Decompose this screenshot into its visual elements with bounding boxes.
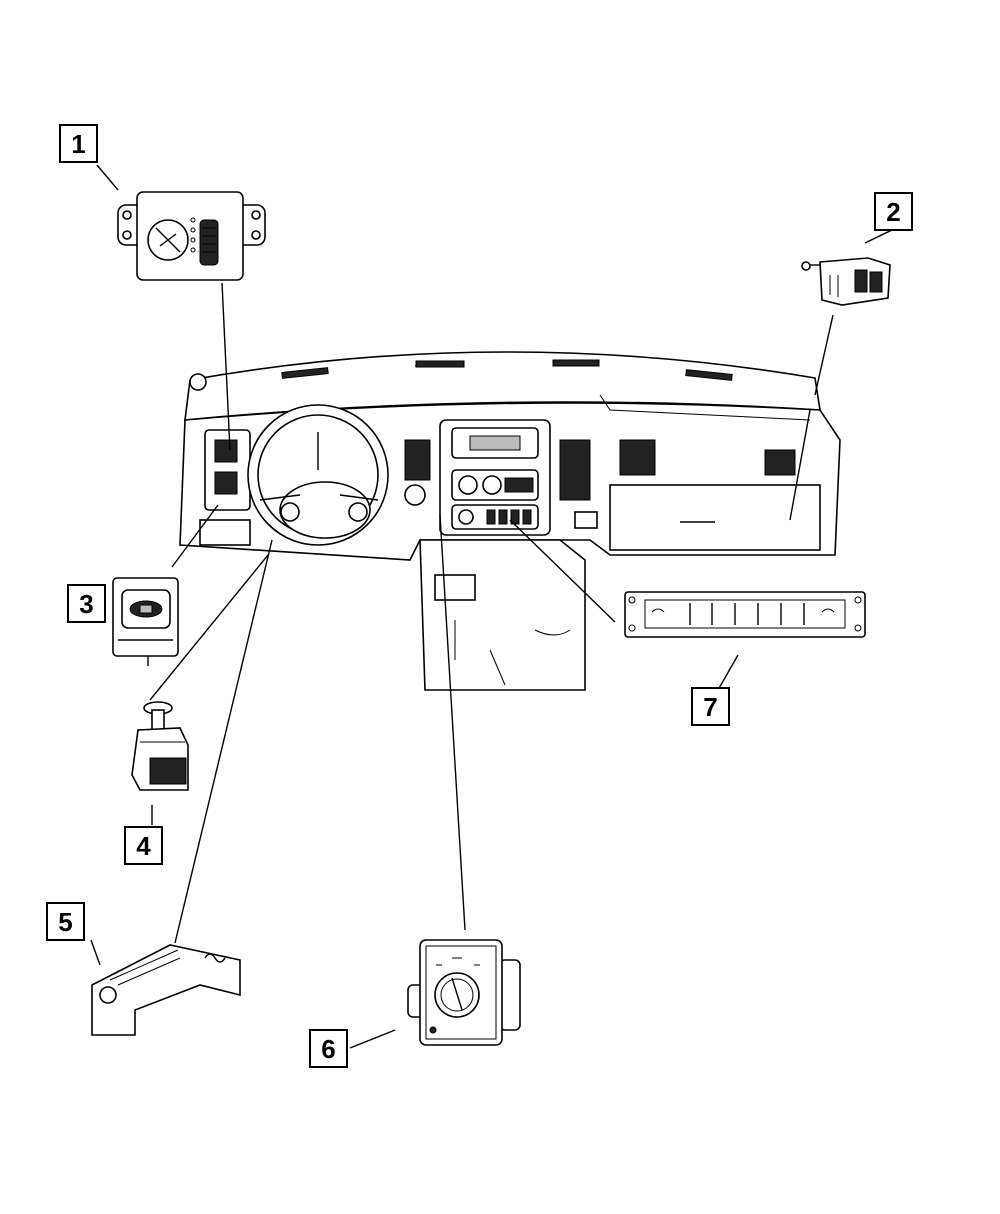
- callout-2-box: 2: [874, 192, 913, 231]
- door-jamb-switch-icon: [801, 257, 891, 306]
- callout-1-box: 1: [59, 124, 98, 163]
- callout-3-label: 3: [79, 589, 93, 619]
- instrument-panel-assembly: [179, 351, 841, 691]
- rocker-switch-icon: [112, 577, 179, 666]
- callout-3-box: 3: [67, 584, 106, 623]
- headlamp-switch-icon: [117, 191, 266, 281]
- callout-6-label: 6: [321, 1034, 335, 1064]
- switch-bank-icon: [624, 591, 866, 638]
- callout-4-label: 4: [136, 831, 151, 861]
- brake-lamp-switch-icon: [131, 701, 189, 791]
- callout-1-label: 1: [71, 129, 85, 159]
- callout-6-box: 6: [309, 1029, 348, 1068]
- multifunction-switch-icon: [91, 944, 241, 1036]
- leader-lines: [90, 164, 893, 1049]
- callout-2-label: 2: [886, 197, 900, 227]
- callout-7-box: 7: [691, 687, 730, 726]
- callout-7-label: 7: [703, 692, 717, 722]
- callout-5-box: 5: [46, 902, 85, 941]
- hvac-control-icon: [407, 939, 521, 1046]
- callout-5-label: 5: [58, 907, 72, 937]
- callout-4-box: 4: [124, 826, 163, 865]
